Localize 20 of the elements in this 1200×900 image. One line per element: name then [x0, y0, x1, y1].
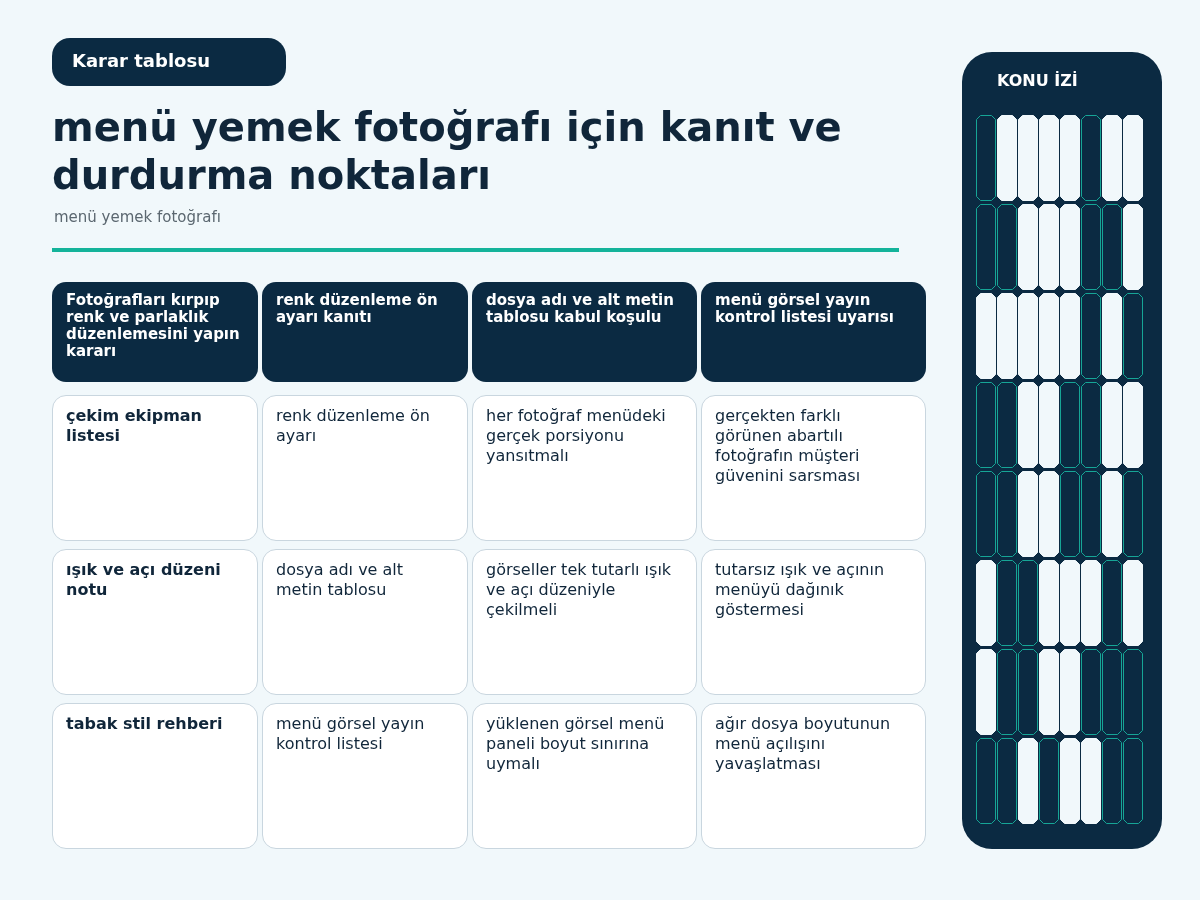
- sidebar-title: KONU İZİ: [997, 71, 1079, 92]
- table-cell: renk düzenleme ön ayarı: [262, 395, 468, 541]
- page-title: menü yemek fotoğrafı için kanıt ve durdurma noktaları: [52, 103, 843, 199]
- table-cell: yüklenen görsel menü paneli boyut sınırına uymalı: [472, 703, 697, 849]
- table-cell: gerçekten farklı görünen abartılı fotoğrafın müşteri güvenini sarsması: [701, 395, 926, 541]
- table-cell: görseller tek tutarlı ışık ve açı düzeniyle çekilmeli: [472, 549, 697, 695]
- subtitle: menü yemek fotoğrafı: [54, 208, 222, 228]
- column-header: renk düzenleme ön ayarı kanıtı: [262, 282, 468, 382]
- table-cell: menü görsel yayın kontrol listesi: [262, 703, 468, 849]
- row-header: çekim ekipman listesi: [52, 395, 258, 541]
- column-header: Fotoğrafları kırpıp renk ve parlaklık düzenlemesini yapın kararı: [52, 282, 258, 382]
- table-cell: tutarsız ışık ve açının menüyü dağınık göstermesi: [701, 549, 926, 695]
- row-header: tabak stil rehberi: [52, 703, 258, 849]
- table-cell: dosya adı ve alt metin tablosu: [262, 549, 468, 695]
- category-badge: Karar tablosu: [52, 38, 286, 86]
- table-cell: her fotoğraf menüdeki gerçek porsiyonu yansıtmalı: [472, 395, 697, 541]
- row-header: ışık ve açı düzeni notu: [52, 549, 258, 695]
- column-header: dosya adı ve alt metin tablosu kabul koşulu: [472, 282, 697, 382]
- column-header: menü görsel yayın kontrol listesi uyarısı: [701, 282, 926, 382]
- table-cell: ağır dosya boyutunun menü açılışını yavaşlatması: [701, 703, 926, 849]
